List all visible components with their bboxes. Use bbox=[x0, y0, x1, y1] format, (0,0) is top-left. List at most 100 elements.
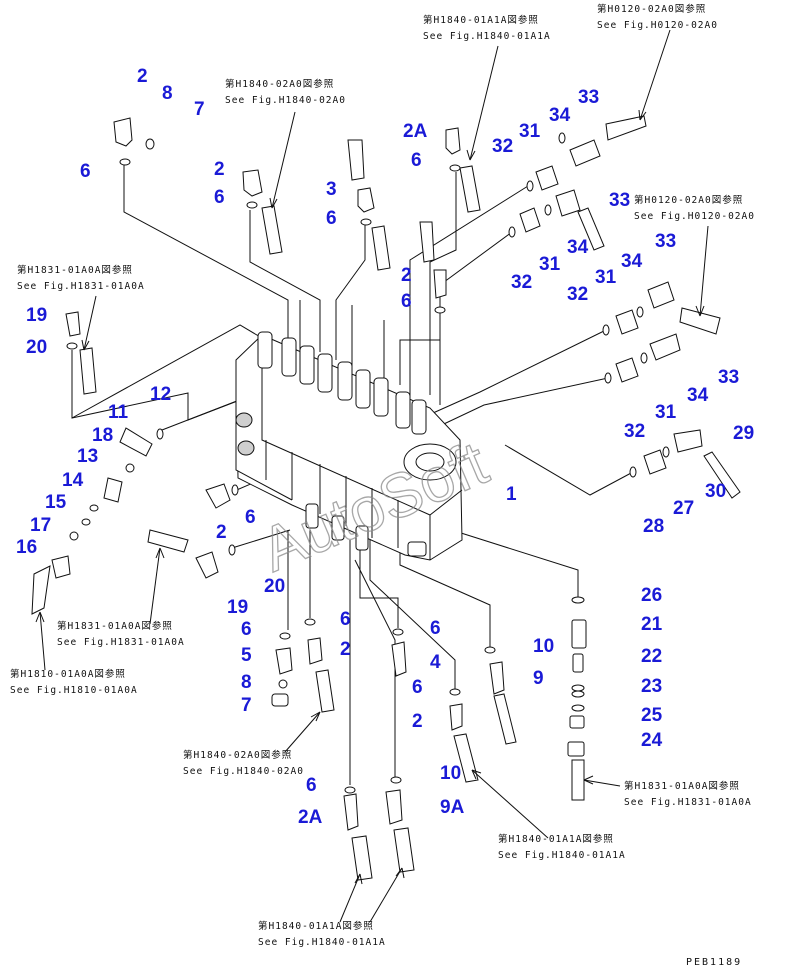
callout-32: 32 bbox=[511, 272, 532, 293]
callout-6: 6 bbox=[430, 618, 441, 639]
callout-16: 16 bbox=[16, 537, 37, 558]
reference-note: 第H1840-01A1A図参照 See Fig.H1840-01A1A bbox=[423, 14, 551, 42]
reference-en: See Fig.H0120-02A0 bbox=[597, 20, 718, 31]
reference-en: See Fig.H1840-02A0 bbox=[225, 95, 346, 106]
reference-arrows bbox=[35, 29, 709, 923]
callout-2a: 2A bbox=[298, 807, 323, 828]
reference-jp: 第H1831-01A0A図参照 bbox=[57, 620, 173, 632]
callout-32: 32 bbox=[492, 136, 513, 157]
callout-6: 6 bbox=[306, 775, 317, 796]
reference-note: 第H1840-02A0図参照 See Fig.H1840-02A0 bbox=[183, 749, 304, 777]
callout-2: 2 bbox=[137, 66, 148, 87]
reference-en: See Fig.H0120-02A0 bbox=[634, 211, 755, 222]
callout-31: 31 bbox=[539, 254, 561, 275]
callout-2: 2 bbox=[340, 639, 351, 660]
callout-5: 5 bbox=[241, 645, 252, 666]
reference-jp: 第H1840-02A0図参照 bbox=[183, 749, 292, 761]
callout-20: 20 bbox=[26, 337, 47, 358]
reference-jp: 第H1840-02A0図参照 bbox=[225, 78, 334, 90]
callout-1: 1 bbox=[506, 484, 517, 505]
callout-10: 10 bbox=[440, 763, 461, 784]
callout-34: 34 bbox=[687, 385, 709, 406]
callout-6: 6 bbox=[214, 187, 225, 208]
callout-21: 21 bbox=[641, 614, 663, 635]
callout-18: 18 bbox=[92, 425, 113, 446]
callout-34: 34 bbox=[567, 237, 589, 258]
reference-en: See Fig.H1840-02A0 bbox=[183, 766, 304, 777]
reference-en: See Fig.H1840-01A1A bbox=[498, 850, 626, 861]
reference-en: See Fig.H1840-01A1A bbox=[423, 31, 551, 42]
callout-17: 17 bbox=[30, 515, 51, 536]
callout-19: 19 bbox=[26, 305, 47, 326]
callout-15: 15 bbox=[45, 492, 67, 513]
reference-notes: 第H1840-01A1A図参照 See Fig.H1840-01A1A 第H0120… bbox=[10, 3, 755, 948]
callout-8: 8 bbox=[162, 83, 173, 104]
reference-jp: 第H1810-01A0A図参照 bbox=[10, 668, 126, 680]
callout-7: 7 bbox=[194, 99, 205, 120]
callout-29: 29 bbox=[733, 423, 754, 444]
callout-25: 25 bbox=[641, 705, 663, 726]
reference-en: See Fig.H1810-01A0A bbox=[10, 685, 138, 696]
callout-33: 33 bbox=[578, 87, 599, 108]
callout-4: 4 bbox=[430, 652, 441, 673]
callout-2: 2 bbox=[216, 522, 227, 543]
callout-33: 33 bbox=[655, 231, 676, 252]
callout-27: 27 bbox=[673, 498, 694, 519]
callout-9a: 9A bbox=[440, 797, 465, 818]
reference-jp: 第H1840-01A1A図参照 bbox=[258, 920, 374, 932]
callout-24: 24 bbox=[641, 730, 663, 751]
callout-33: 33 bbox=[609, 190, 630, 211]
callout-33: 33 bbox=[718, 367, 739, 388]
reference-note: 第H0120-02A0図参照 See Fig.H0120-02A0 bbox=[634, 194, 755, 222]
callout-22: 22 bbox=[641, 646, 662, 667]
callout-6: 6 bbox=[326, 208, 337, 229]
callout-32: 32 bbox=[624, 421, 645, 442]
callout-13: 13 bbox=[77, 446, 98, 467]
callout-7: 7 bbox=[241, 695, 252, 716]
callout-2: 2 bbox=[412, 711, 423, 732]
callout-6: 6 bbox=[412, 677, 423, 698]
callout-19: 19 bbox=[227, 597, 248, 618]
callout-6: 6 bbox=[340, 609, 351, 630]
hoses bbox=[31, 115, 741, 881]
callout-31: 31 bbox=[595, 267, 617, 288]
reference-jp: 第H1840-01A1A図参照 bbox=[498, 833, 614, 845]
drawing-code: PEB1189 bbox=[686, 957, 742, 968]
callout-6: 6 bbox=[401, 291, 412, 312]
callout-10: 10 bbox=[533, 636, 554, 657]
reference-note: 第H1840-02A0図参照 See Fig.H1840-02A0 bbox=[225, 78, 346, 106]
callout-34: 34 bbox=[621, 251, 643, 272]
reference-jp: 第H0120-02A0図参照 bbox=[597, 3, 706, 15]
callout-20: 20 bbox=[264, 576, 285, 597]
reference-note: 第H1810-01A0A図参照 See Fig.H1810-01A0A bbox=[10, 668, 138, 696]
reference-en: See Fig.H1831-01A0A bbox=[624, 797, 752, 808]
reference-note: 第H0120-02A0図参照 See Fig.H0120-02A0 bbox=[597, 3, 718, 31]
callout-23: 23 bbox=[641, 676, 662, 697]
reference-note: 第H1840-01A1A図参照 See Fig.H1840-01A1A bbox=[498, 833, 626, 861]
fittings bbox=[51, 117, 703, 831]
callout-31: 31 bbox=[519, 121, 541, 142]
callout-2: 2 bbox=[214, 159, 225, 180]
callout-28: 28 bbox=[643, 516, 664, 537]
o-rings bbox=[66, 132, 670, 794]
callout-34: 34 bbox=[549, 105, 571, 126]
callout-31: 31 bbox=[655, 402, 677, 423]
reference-note: 第H1840-01A1A図参照 See Fig.H1840-01A1A bbox=[258, 920, 386, 948]
callout-6: 6 bbox=[411, 150, 422, 171]
leader-lines bbox=[71, 165, 634, 785]
callout-11: 11 bbox=[108, 402, 129, 423]
callout-9: 9 bbox=[533, 668, 544, 689]
callout-8: 8 bbox=[241, 672, 252, 693]
reference-jp: 第H1831-01A0A図参照 bbox=[17, 264, 133, 276]
callout-6: 6 bbox=[245, 507, 256, 528]
reference-jp: 第H1840-01A1A図参照 bbox=[423, 14, 539, 26]
reference-en: See Fig.H1840-01A1A bbox=[258, 937, 386, 948]
callout-2a: 2A bbox=[403, 121, 428, 142]
callout-3: 3 bbox=[326, 179, 337, 200]
callout-6: 6 bbox=[241, 619, 252, 640]
reference-jp: 第H0120-02A0図参照 bbox=[634, 194, 743, 206]
